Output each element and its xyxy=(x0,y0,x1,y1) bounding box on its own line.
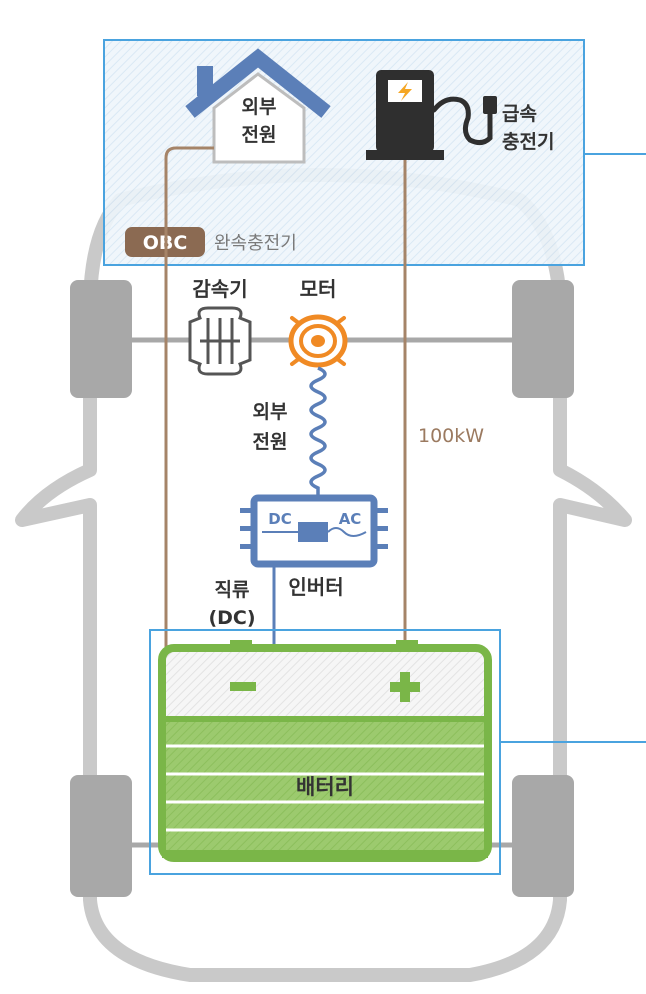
house-icon xyxy=(185,48,331,164)
motor-inverter-spring xyxy=(309,366,327,500)
fast-charger-label-line1: 급속 xyxy=(502,103,537,125)
wheel-front-left xyxy=(70,280,132,398)
dc-label-line2: (DC) xyxy=(208,607,255,629)
fast-charger-icon xyxy=(366,70,497,160)
house-label-line1: 외부 xyxy=(242,96,277,118)
power-rating-label: 100kW xyxy=(418,425,484,447)
inverter-label: 인버터 xyxy=(288,575,343,599)
wheel-front-right xyxy=(512,280,574,398)
inverter-icon xyxy=(240,494,388,648)
house-to-battery-cable xyxy=(164,146,214,648)
battery-label: 배터리 xyxy=(296,775,354,799)
battery-highlight-box xyxy=(149,629,501,875)
motor-label: 모터 xyxy=(300,277,337,301)
dc-label-line1: 직류 xyxy=(215,579,250,601)
plus-icon xyxy=(390,672,420,702)
motor-icon xyxy=(288,314,348,368)
wheel-rear-left xyxy=(70,775,132,897)
fast-charger-label-line2: 충전기 xyxy=(502,131,554,153)
lightning-bolt-icon xyxy=(398,82,412,101)
minus-icon xyxy=(230,682,256,691)
cable-label-line1: 외부 xyxy=(253,401,288,423)
inverter-ac-label: AC xyxy=(339,510,362,528)
charging-panel: 외부 전원 급속 충전기 OBC 완속충전기 xyxy=(103,39,646,266)
charging-cables xyxy=(164,146,407,648)
house-label-line2: 전원 xyxy=(242,124,277,146)
reducer-icon xyxy=(188,306,252,376)
wheel-rear-right xyxy=(512,775,574,897)
slow-charger-label: 완속충전기 xyxy=(214,233,297,254)
cable-label-line2: 전원 xyxy=(253,431,288,453)
reducer-label: 감속기 xyxy=(192,277,247,301)
inverter-dc-label: DC xyxy=(268,510,291,528)
battery-panel xyxy=(149,629,646,875)
